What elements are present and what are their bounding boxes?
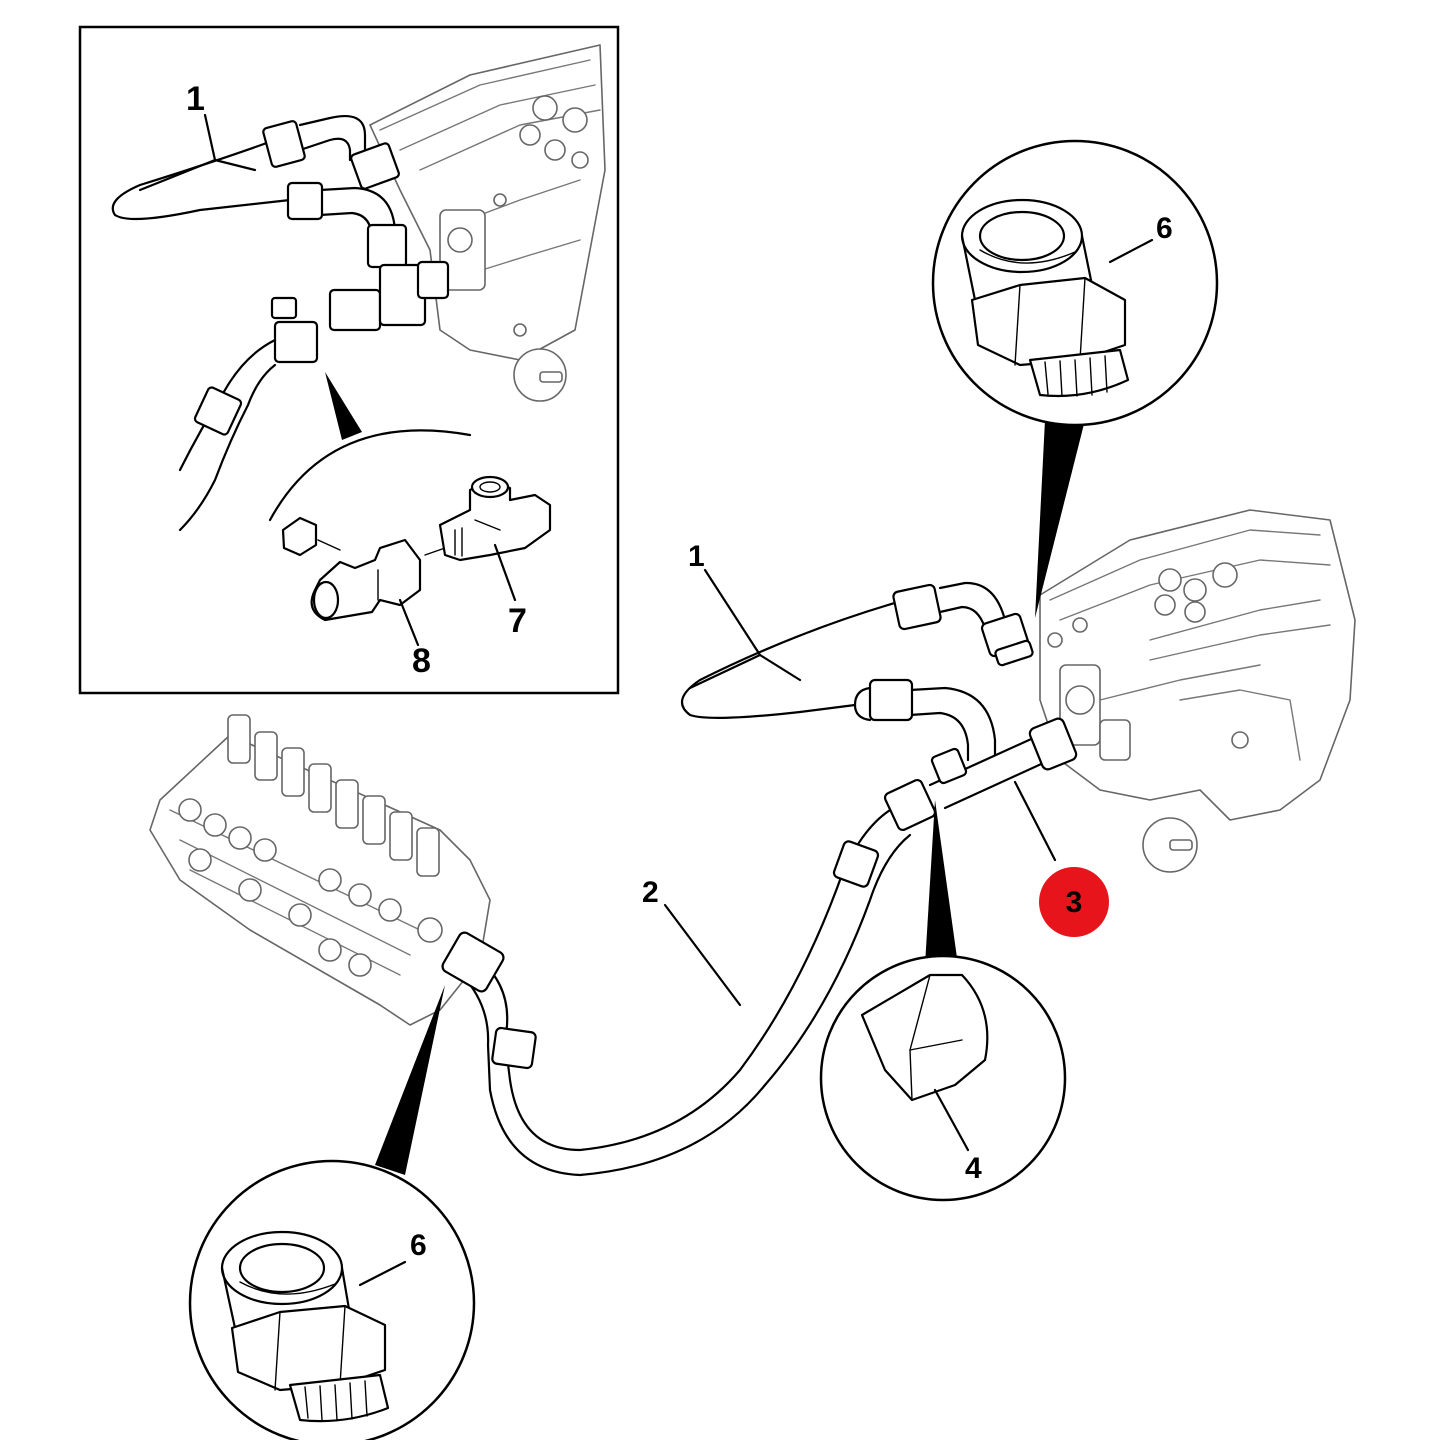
detail-adapter-6-top xyxy=(931,139,1219,618)
label-3: 3 xyxy=(1066,886,1083,919)
leader-6-bottom xyxy=(358,1260,407,1287)
label-6-bottom: 6 xyxy=(410,1229,427,1262)
leader-1 xyxy=(688,568,802,690)
main-pump xyxy=(1039,509,1356,873)
inset-panel: 1 7 8 xyxy=(78,25,620,695)
inset-detail-callout xyxy=(268,372,472,522)
valve-ports xyxy=(178,798,443,977)
label-4: 4 xyxy=(965,1152,982,1185)
highlight-badge-3 xyxy=(1039,867,1109,937)
hose-2 xyxy=(441,778,937,1177)
leader-4 xyxy=(933,1088,970,1152)
control-valve xyxy=(149,714,491,1026)
label-2: 2 xyxy=(642,876,659,909)
leader-6-top xyxy=(1108,238,1154,264)
leader-3 xyxy=(1013,780,1057,862)
pipe-3 xyxy=(928,717,1078,810)
inset-leader-8 xyxy=(398,598,420,647)
inset-tee-7 xyxy=(424,475,552,562)
valve-spools xyxy=(227,714,440,877)
inset-pump xyxy=(369,44,606,402)
label-6-top: 6 xyxy=(1156,212,1173,245)
inset-leader-1 xyxy=(138,113,257,192)
inset-label-7: 7 xyxy=(508,602,527,640)
inset-leader-7 xyxy=(493,543,517,602)
detail-cap-4 xyxy=(819,800,1067,1202)
label-1: 1 xyxy=(688,540,705,573)
inset-label-1: 1 xyxy=(186,80,205,118)
hose-1 xyxy=(680,581,1034,762)
leader-2 xyxy=(663,903,742,1007)
inset-label-8: 8 xyxy=(412,642,431,680)
inset-hose-assembly xyxy=(111,114,450,532)
detail-adapter-6-bottom xyxy=(188,985,476,1440)
inset-adapter-8 xyxy=(281,516,422,622)
